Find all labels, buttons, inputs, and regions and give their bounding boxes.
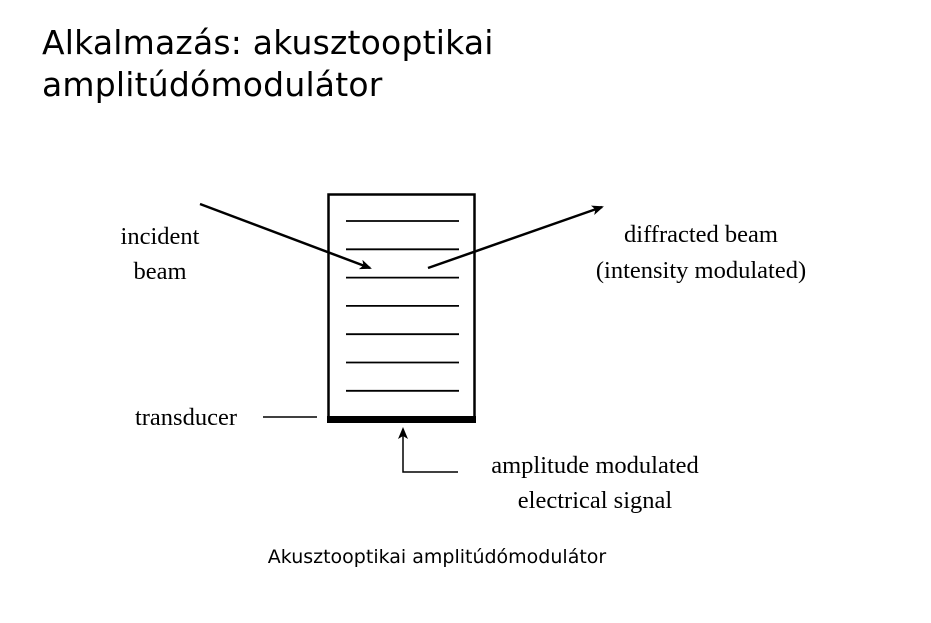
transducer-plate (327, 416, 476, 423)
diffracted-beam-label-line-2: (intensity modulated) (596, 257, 806, 284)
incident-beam-label-line-2: beam (133, 258, 186, 285)
slide-title-line-2: amplitúdómodulátor (42, 65, 383, 104)
electrical-signal-label-line-2: electrical signal (518, 487, 673, 514)
diffracted-beam-label-line-1: diffracted beam (624, 221, 778, 248)
incident-beam-label-line-1: incident (121, 223, 200, 250)
incident-beam-arrow (199, 202, 372, 270)
slide-title: Alkalmazás: akusztooptikai amplitúdómodu… (42, 22, 902, 106)
acoustic-wavefronts (346, 220, 459, 392)
diffracted-beam-arrow (427, 205, 604, 270)
figure-caption: Akusztooptikai amplitúdómodulátor (267, 546, 607, 568)
electrical-signal-connector (402, 446, 458, 473)
transducer-label: transducer (135, 404, 237, 431)
slide-title-line-1: Alkalmazás: akusztooptikai (42, 23, 494, 62)
electrical-signal-label-line-1: amplitude modulated (491, 452, 699, 479)
